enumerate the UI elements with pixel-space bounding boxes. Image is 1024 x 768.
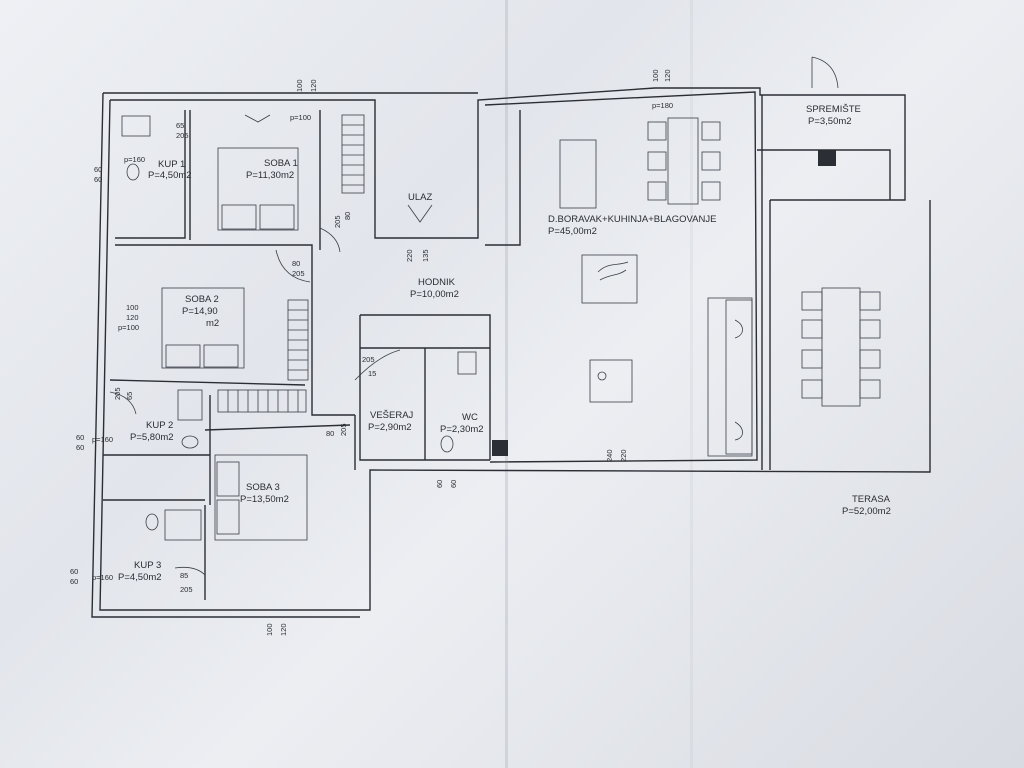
dimension-label: p=180: [652, 101, 673, 110]
dimension-label: 205: [362, 355, 375, 364]
room-labels: KUP 1 P=4,50m2 SOBA 1 P=11,30m2 SOBA 2 P…: [118, 104, 891, 583]
sink-icon: [121, 115, 477, 541]
dimension-label: 205: [180, 585, 193, 594]
dimension-label: 100: [265, 623, 274, 636]
dimension-label: p=160: [92, 435, 113, 444]
bed-soba2: [161, 287, 245, 369]
dimension-label: 60: [76, 433, 84, 442]
room-name-terasa: TERASA: [852, 494, 891, 505]
dining-table-indoor: [647, 117, 721, 205]
room-area-hodnik: P=10,00m2: [410, 289, 459, 300]
bed-soba3: [214, 454, 308, 541]
dimension-label: 100: [126, 303, 139, 312]
room-name-boravak: D.BORAVAK+KUHINJA+BLAGOVANJE: [548, 214, 716, 225]
room-area-soba1: P=11,30m2: [246, 170, 294, 181]
room-name-soba1: SOBA 1: [264, 158, 298, 169]
dimension-label: 120: [126, 313, 139, 322]
dimension-label: 60: [70, 577, 78, 586]
dimension-label: 80: [343, 212, 352, 220]
dimension-label: 60: [76, 443, 84, 452]
coffee-table: [589, 359, 633, 403]
room-area-soba3: P=13,50m2: [240, 494, 289, 505]
exterior-walls: [91, 87, 931, 618]
room-name-soba3: SOBA 3: [246, 482, 280, 493]
dimension-label: 120: [309, 79, 318, 92]
room-name-kup1: KUP 1: [158, 159, 185, 170]
dimension-label: 135: [421, 249, 430, 262]
dimension-label: 60: [435, 480, 444, 488]
dimension-labels: 100 120 p=100 100 120 p=180 65 205 p=160…: [70, 69, 673, 636]
dimension-label: 80: [292, 259, 300, 268]
dimension-label: p=100: [290, 113, 311, 122]
sofa: [707, 297, 753, 457]
room-area-soba2: P=14,90: [182, 306, 218, 317]
dimension-label: 120: [279, 623, 288, 636]
bed-soba1: [217, 147, 299, 231]
room-name-wc: WC: [462, 412, 478, 423]
dimension-label: 205: [333, 215, 342, 228]
dimension-label: 60: [449, 480, 458, 488]
armchair: [581, 254, 638, 304]
dimension-label: 60: [94, 175, 102, 184]
door-swings: [109, 56, 839, 576]
room-area-unit-soba2: m2: [206, 318, 219, 329]
dimension-label: 60: [70, 567, 78, 576]
toilet-icon: [126, 163, 454, 531]
dimension-label: 85: [180, 571, 188, 580]
dining-table-terrace: [801, 287, 881, 407]
room-name-kup2: KUP 2: [146, 420, 173, 431]
room-name-spremiste: SPREMIŠTE: [806, 104, 861, 115]
chimney-block: [818, 150, 836, 166]
dimension-label: 240: [605, 449, 614, 462]
room-name-soba2: SOBA 2: [185, 294, 219, 305]
dimension-label: 205: [176, 131, 189, 140]
dimension-label: 100: [295, 79, 304, 92]
dimension-label: 65: [176, 121, 184, 130]
paper-fold: [505, 0, 508, 768]
dimension-label: 65: [125, 392, 134, 400]
room-name-hodnik: HODNIK: [418, 277, 456, 288]
room-name-kup3: KUP 3: [134, 560, 161, 571]
dimension-label: 15: [368, 369, 376, 378]
dimension-label: 80: [326, 429, 334, 438]
wardrobe-hatch-soba1: [341, 114, 365, 194]
dimension-label: p=160: [124, 155, 145, 164]
room-area-kup1: P=4,50m2: [148, 170, 192, 181]
dimension-label: 220: [405, 249, 414, 262]
room-area-terasa: P=52,00m2: [842, 506, 891, 517]
dimension-label: 205: [339, 423, 348, 436]
dimension-label: 220: [619, 449, 628, 462]
room-area-boravak: P=45,00m2: [548, 226, 597, 237]
kitchen-island: [559, 139, 597, 209]
wardrobe-hatch-soba3: [217, 389, 307, 413]
wardrobe-hatch-soba2: [287, 299, 309, 381]
room-area-wc: P=2,30m2: [440, 424, 484, 435]
column-block: [492, 440, 508, 456]
dimension-label: 205: [292, 269, 305, 278]
dimension-label: 60: [94, 165, 102, 174]
room-area-kup2: P=5,80m2: [130, 432, 174, 443]
paper-fold: [690, 0, 693, 768]
room-name-ulaz: ULAZ: [408, 192, 432, 203]
dimension-label: 100: [651, 69, 660, 82]
dimension-label: 205: [113, 387, 122, 400]
room-area-spremiste: P=3,50m2: [808, 116, 852, 127]
room-area-veseraj: P=2,90m2: [368, 422, 412, 433]
room-area-kup3: P=4,50m2: [118, 572, 162, 583]
dimension-label: p=160: [92, 573, 113, 582]
room-name-veseraj: VEŠERAJ: [370, 410, 414, 421]
dimension-label: 120: [663, 69, 672, 82]
dimension-label: p=100: [118, 323, 139, 332]
interior-walls: [103, 110, 491, 600]
